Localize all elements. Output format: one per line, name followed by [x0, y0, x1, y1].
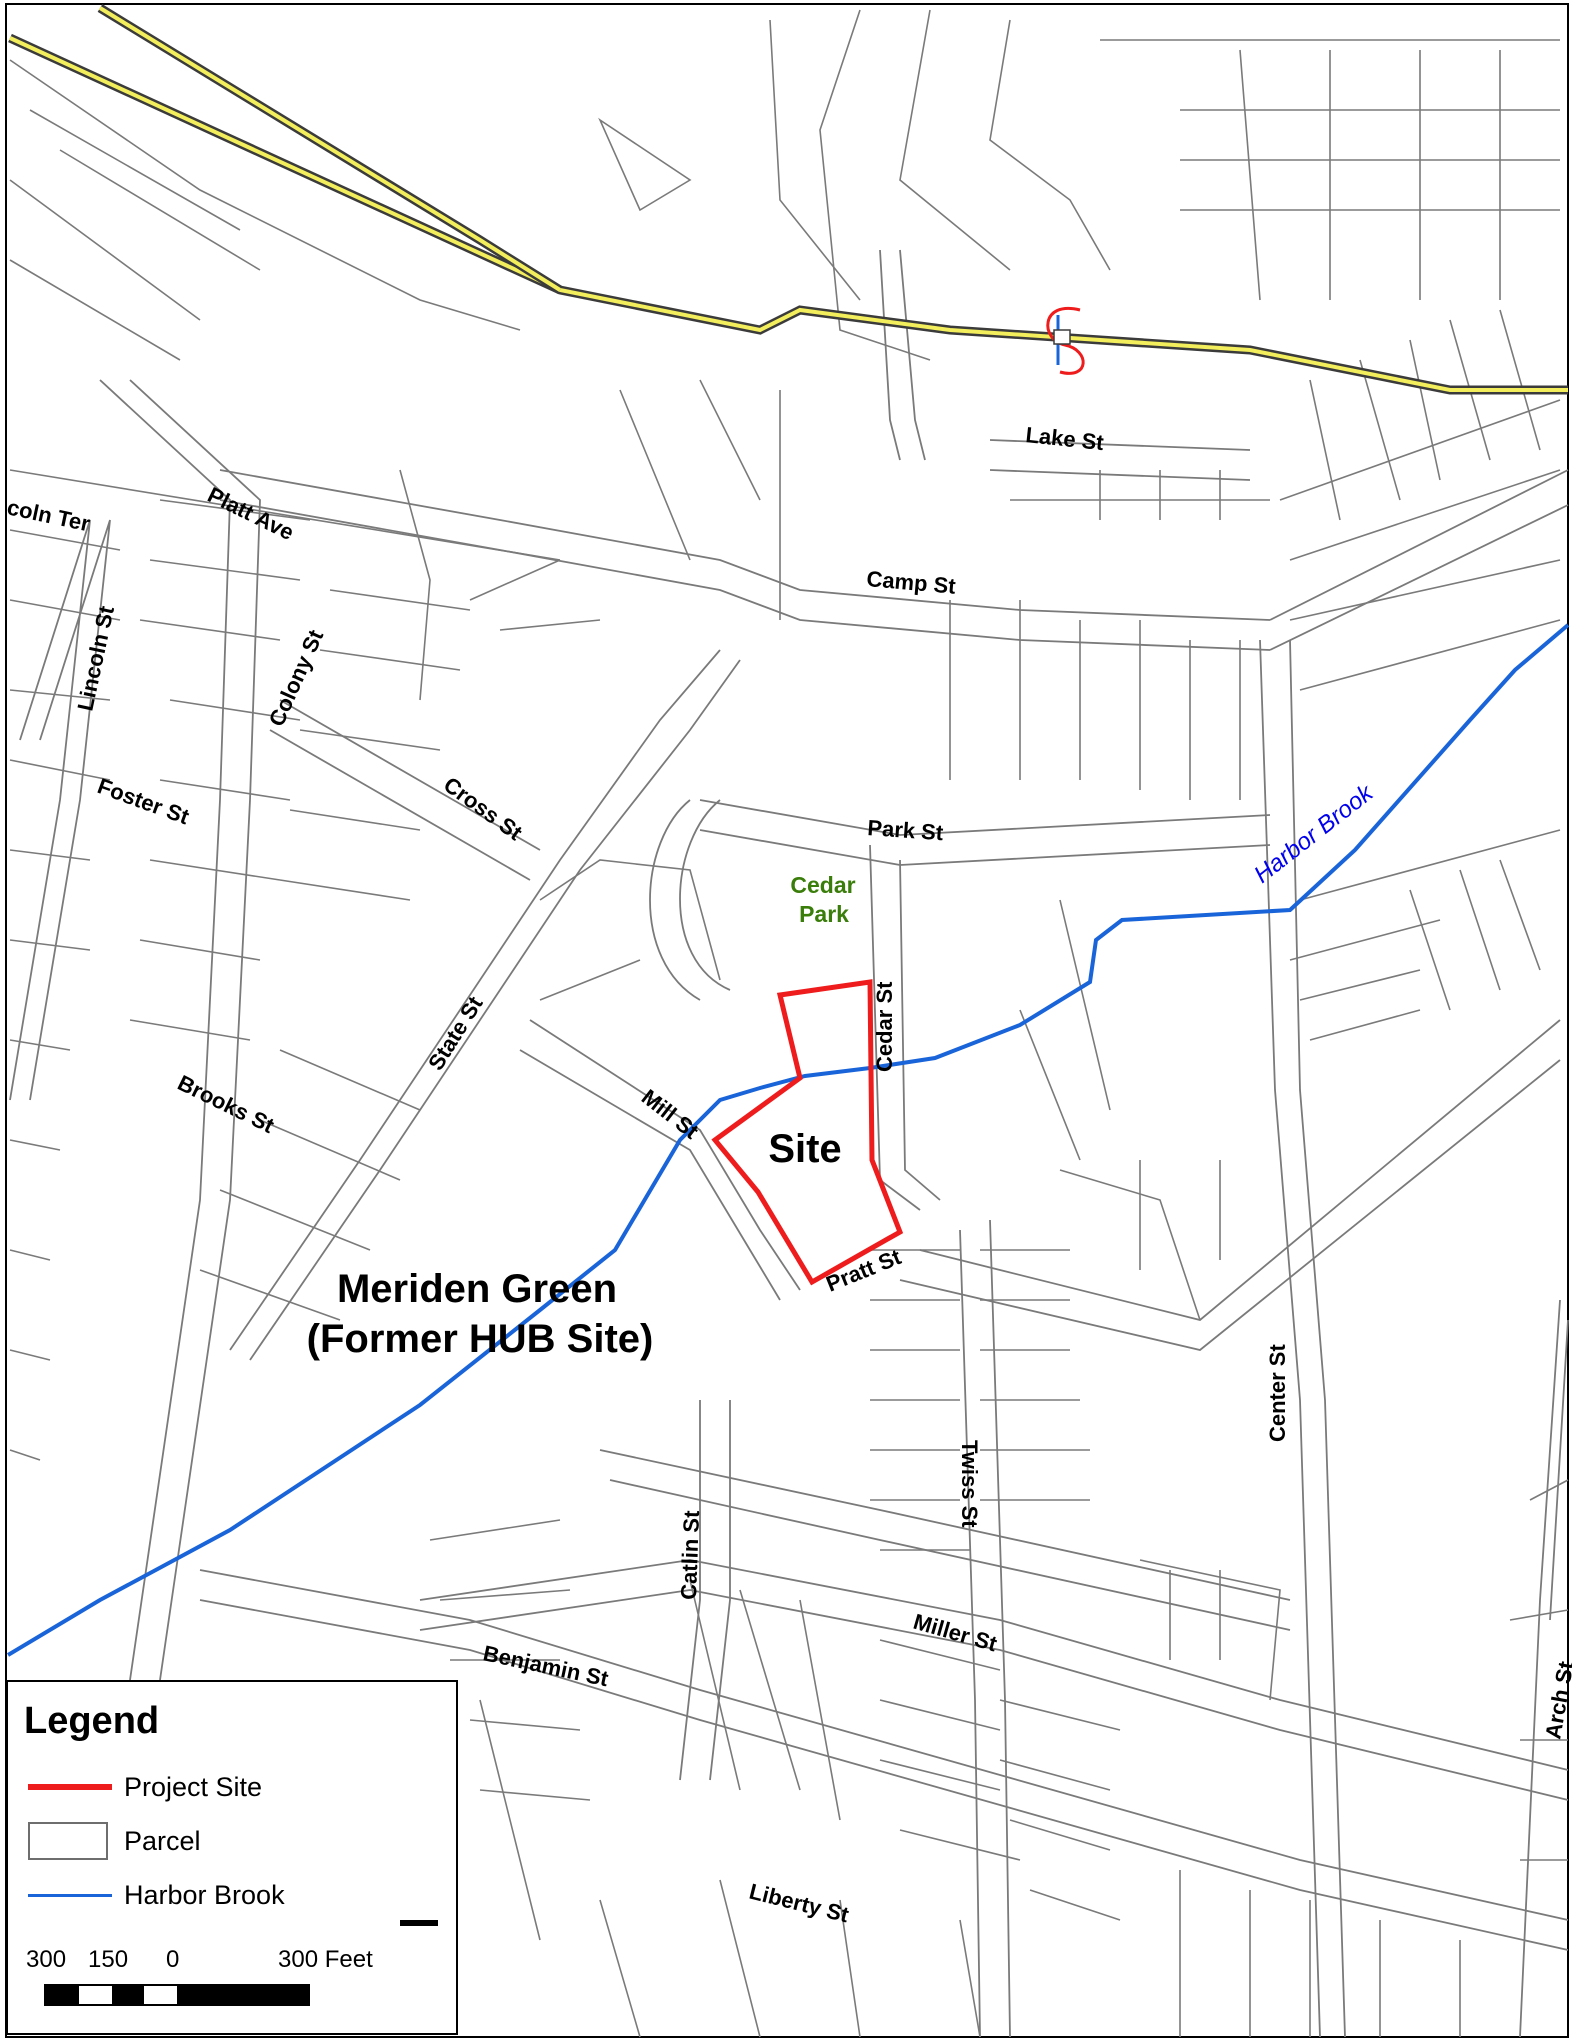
- legend-item-harbor-brook: Harbor Brook: [22, 1874, 442, 1918]
- scale-label-300-left: 300: [26, 1946, 67, 1973]
- legend-panel: Legend Project Site Parcel Harbor Brook …: [6, 1680, 458, 2035]
- project-site-swatch: [28, 1784, 112, 1790]
- railroad-crossing-icon: [1046, 306, 1085, 375]
- site-label: Site: [768, 1127, 841, 1171]
- cedar-park-label-line1: Cedar: [790, 872, 855, 898]
- street-label-cedar: Cedar St: [872, 981, 897, 1072]
- street-label-catlin: Catlin St: [676, 1509, 704, 1600]
- scale-label-300-feet: 300 Feet: [278, 1946, 373, 1973]
- cedar-park-label-line2: Park: [799, 901, 849, 927]
- legend-label: Parcel: [124, 1826, 201, 1856]
- street-label-twiss: Twiss St: [957, 1440, 982, 1528]
- legend-label: Project Site: [124, 1772, 263, 1802]
- street-label-park: Park St: [867, 815, 945, 845]
- meriden-green-label-line1: Meriden Green: [337, 1267, 617, 1311]
- legend-title: Legend: [24, 1700, 160, 1742]
- harbor-brook-swatch: [28, 1894, 112, 1897]
- scale-label-0: 0: [166, 1946, 180, 1973]
- scale-bar: [44, 1984, 310, 2006]
- project-site-boundary[interactable]: [711, 979, 904, 1286]
- street-label-center: Center St: [1265, 1344, 1290, 1442]
- north-arrow-icon: [400, 1920, 438, 1926]
- legend-item-project-site: Project Site: [22, 1766, 442, 1810]
- scale-label-150: 150: [88, 1946, 129, 1973]
- parcel-swatch: [28, 1822, 108, 1860]
- meriden-green-label-line2: (Former HUB Site): [307, 1317, 654, 1361]
- legend-label: Harbor Brook: [124, 1880, 285, 1910]
- legend-item-parcel: Parcel: [22, 1820, 442, 1864]
- street-layer: [9, 249, 1569, 2038]
- railroad: [8, 4, 1568, 395]
